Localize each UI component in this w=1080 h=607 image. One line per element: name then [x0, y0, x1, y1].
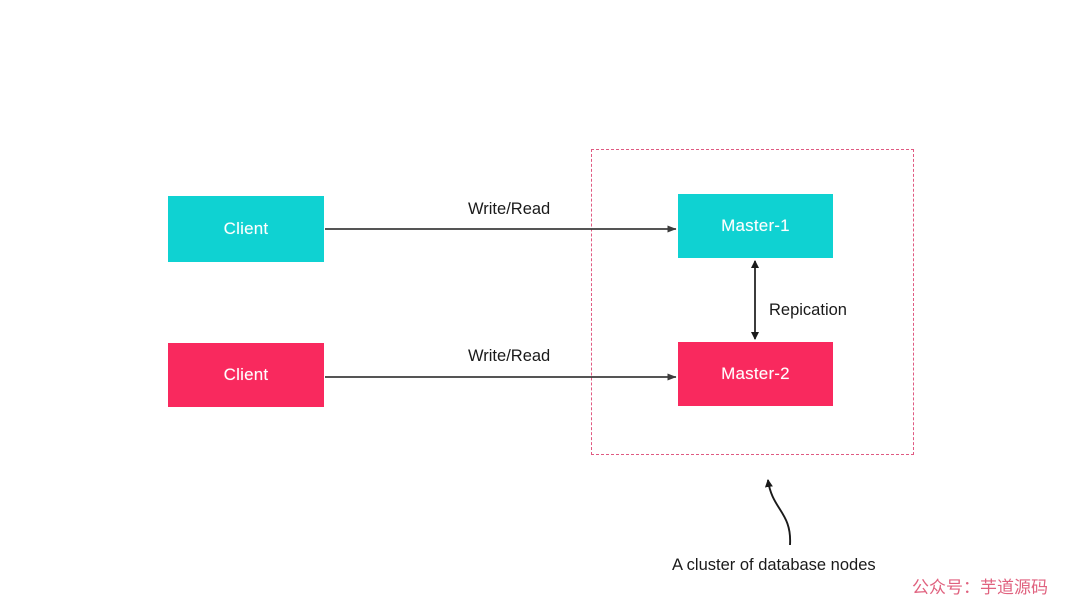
edge-label-write-read-top: Write/Read [468, 200, 551, 218]
edge-label-write-read-bottom: Write/Read [468, 347, 551, 365]
watermark: 公众号：芋道源码 [912, 578, 1048, 598]
node-client-top[interactable]: Client [168, 196, 324, 262]
node-client-bottom[interactable]: Client [168, 343, 324, 407]
cluster-caption: A cluster of database nodes [672, 556, 876, 574]
node-master-1-label: Master-1 [721, 216, 790, 235]
node-master-2-label: Master-2 [721, 364, 790, 383]
node-master-1[interactable]: Master-1 [678, 194, 833, 258]
curved-pointer-arrow [764, 479, 791, 546]
edge-label-replication: Repication [769, 301, 847, 319]
database-cluster-boundary [591, 149, 914, 455]
node-client-bottom-label: Client [223, 365, 269, 384]
node-master-2[interactable]: Master-2 [678, 342, 833, 406]
node-client-top-label: Client [223, 219, 269, 238]
